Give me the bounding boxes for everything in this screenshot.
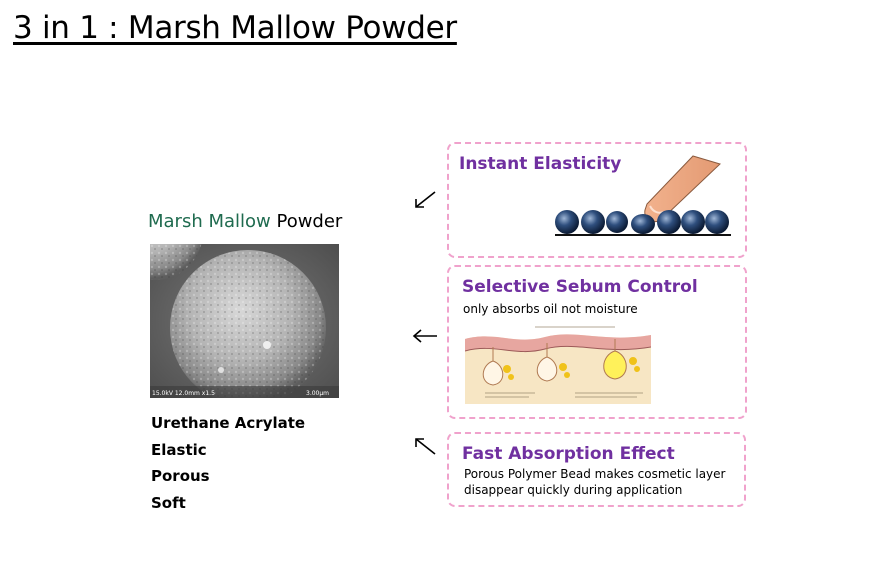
feature-box-instant-elasticity: Instant Elasticity [447,142,747,258]
properties-list: Urethane Acrylate Elastic Porous Soft [151,410,305,516]
feature-box-sebum-control: Selective Sebum Control only absorbs oil… [447,265,747,419]
feature-box-fast-absorption: Fast Absorption Effect Porous Polymer Be… [447,432,746,507]
sem-caption-left: 15.0kV 12.0mm x1.5 [152,390,215,397]
feature-title: Selective Sebum Control [462,277,698,297]
arrow-left-icon [412,329,437,343]
arrow-down-left-icon [415,191,436,208]
arrow-up-left-icon [415,438,436,455]
product-label-rest: Powder [270,211,343,232]
property-item: Porous [151,467,210,485]
feature-description-line: disappear quickly during application [464,483,683,497]
sem-image: 15.0kV 12.0mm x1.5 3.00μm [150,244,339,398]
property-item: Soft [151,493,186,512]
feature-title: Instant Elasticity [459,154,622,174]
product-label-accent: Marsh Mallow [148,211,271,232]
property-item: Urethane Acrylate [151,414,306,432]
sebum-illustration [465,321,651,404]
page-title: 3 in 1 : Marsh Mallow Powder [13,10,457,46]
feature-title: Fast Absorption Effect [462,444,675,464]
elasticity-illustration [555,155,731,236]
product-label: Marsh Mallow Powder [148,211,342,232]
feature-description: only absorbs oil not moisture [463,302,638,316]
feature-description-line: Porous Polymer Bead makes cosmetic layer [464,467,726,481]
feature-description: Porous Polymer Bead makes cosmetic layer… [464,466,725,498]
sem-caption-right: 3.00μm [306,390,329,397]
property-item: Elastic [151,440,207,459]
